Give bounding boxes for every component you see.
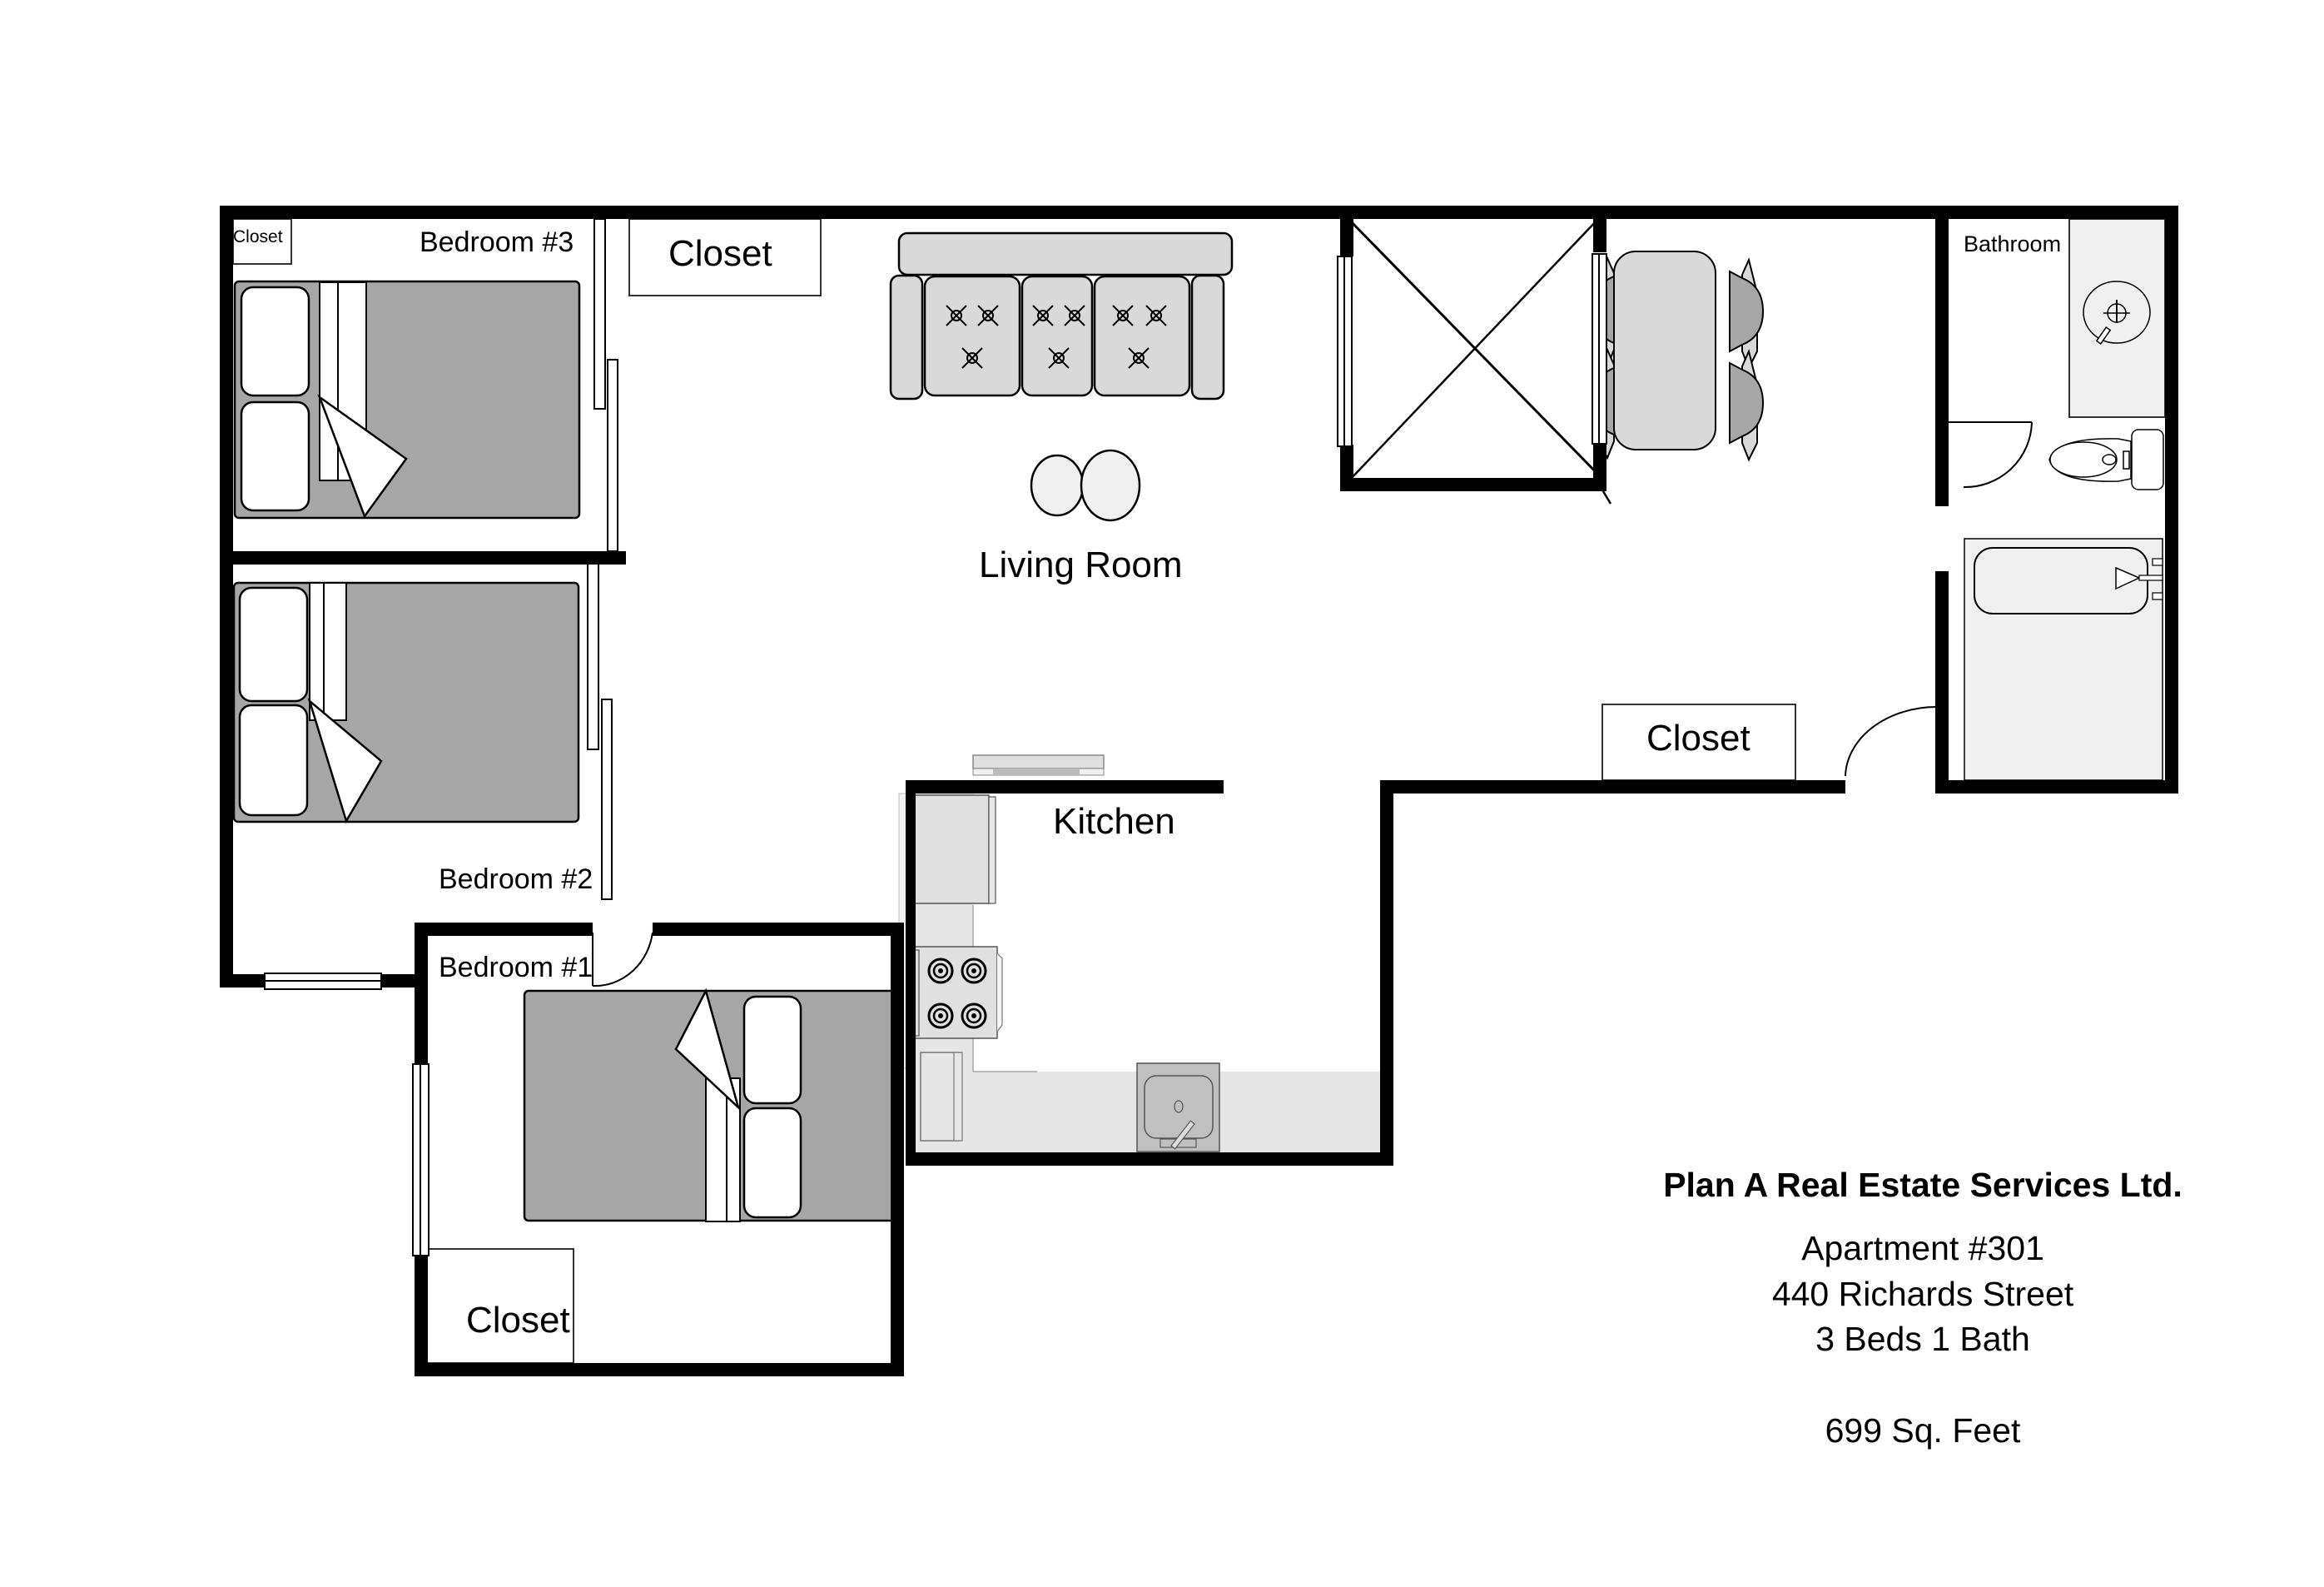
- hall-closet: [1601, 704, 1796, 781]
- dining-table-icon: [1592, 251, 1765, 462]
- sofa-icon: [889, 231, 1234, 400]
- sliding-door-icon: [587, 557, 613, 900]
- ottoman-icon: [1030, 449, 1141, 522]
- street-address: 440 Richards Street: [1771, 1275, 2074, 1313]
- fridge-icon: [906, 794, 996, 904]
- door-swing-icon: [1949, 421, 2033, 489]
- living-closet-label: Closet: [668, 233, 772, 274]
- vanity-sink-icon: [2068, 218, 2166, 418]
- unit-number: Apartment #301: [1801, 1229, 2044, 1267]
- bathtub-icon: [1964, 538, 2163, 781]
- bed-icon: [523, 988, 899, 1222]
- door-swing-icon: [592, 932, 653, 988]
- square-footage: 699 Sq. Feet: [1825, 1411, 2021, 1450]
- kitchen-sink-icon: [1136, 1062, 1220, 1152]
- sliding-door-icon: [593, 218, 618, 552]
- sofa-tufting: [946, 305, 1167, 369]
- heater-vent-icon: [972, 754, 1105, 776]
- walls: [220, 206, 2178, 1376]
- toilet-icon: [2048, 429, 2164, 490]
- hall-closet-label: Closet: [1646, 718, 1750, 759]
- kitchen-label: Kitchen: [1053, 801, 1175, 842]
- bedroom3-closet-label: Closet: [233, 227, 283, 246]
- living-closet: [628, 218, 822, 296]
- window-icon: [264, 253, 1607, 1256]
- bathroom-label: Bathroom: [1964, 231, 2062, 256]
- bedroom1-closet-label: Closet: [466, 1300, 570, 1341]
- dishwasher-icon: [920, 1052, 963, 1142]
- living-room-label: Living Room: [979, 545, 1183, 585]
- bedroom1-label: Bedroom #1: [439, 952, 593, 983]
- bedroom2-label: Bedroom #2: [439, 863, 593, 895]
- bed-icon: [232, 581, 580, 824]
- door-swing-icon: [1845, 706, 1937, 777]
- bed-icon: [233, 280, 581, 520]
- entry-void-icon: [1347, 217, 1612, 505]
- company-name: Plan A Real Estate Services Ltd.: [1663, 1166, 2182, 1204]
- beds-baths: 3 Beds 1 Bath: [1815, 1320, 2030, 1358]
- stove-icon: [906, 946, 1003, 1039]
- bedroom3-label: Bedroom #3: [420, 226, 574, 258]
